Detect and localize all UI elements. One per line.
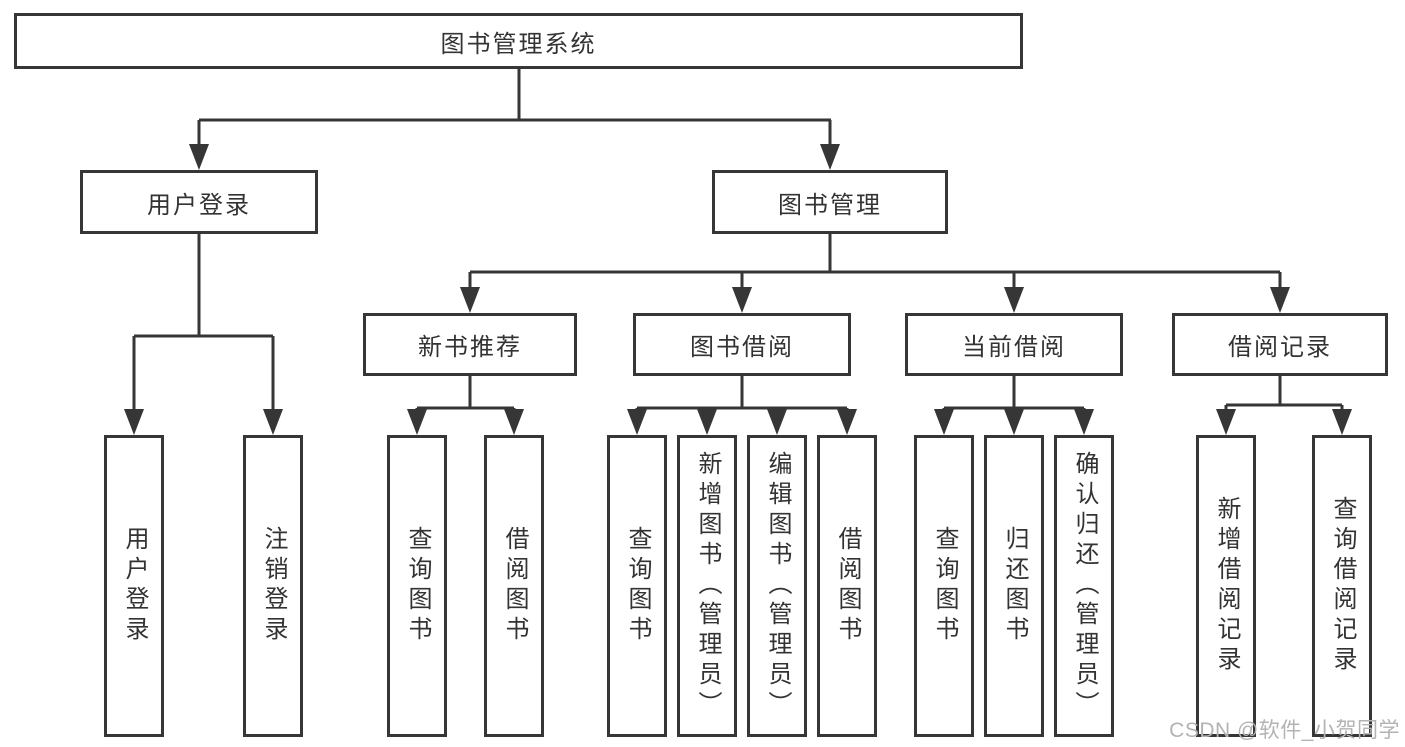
node-user-login-label: 用户登录 bbox=[147, 191, 251, 219]
leaf-query-books-current: 查询图书 bbox=[914, 435, 974, 737]
arrowhead-icon bbox=[820, 144, 840, 170]
node-book-management-label: 图书管理 bbox=[778, 191, 882, 219]
node-new-book-recommend: 新书推荐 bbox=[363, 313, 577, 376]
arrowhead-icon bbox=[189, 144, 209, 170]
leaf-add-borrow-record: 新增借阅记录 bbox=[1196, 435, 1256, 737]
leaf-query-books-borrow: 查询图书 bbox=[607, 435, 667, 737]
leaf-query-books-borrow-label: 查询图书 bbox=[624, 526, 651, 646]
leaf-return-books: 归还图书 bbox=[984, 435, 1044, 737]
leaf-edit-books-admin: 编辑图书（管理员） bbox=[747, 435, 807, 737]
arrowhead-icon bbox=[460, 287, 480, 313]
node-book-borrow-label: 图书借阅 bbox=[690, 334, 794, 361]
leaf-query-borrow-record-label: 查询借阅记录 bbox=[1329, 496, 1356, 676]
leaf-query-borrow-record: 查询借阅记录 bbox=[1312, 435, 1372, 737]
csdn-watermark: CSDN @软件_小贺同学 bbox=[1169, 719, 1400, 742]
leaf-borrow-books: 借阅图书 bbox=[817, 435, 877, 737]
node-new-book-recommend-label: 新书推荐 bbox=[418, 334, 522, 361]
leaf-borrow-books-label: 借阅图书 bbox=[834, 526, 861, 646]
connector-root-to-level2 bbox=[189, 68, 840, 170]
arrowhead-icon bbox=[837, 409, 857, 435]
leaf-logout: 注销登录 bbox=[243, 435, 303, 737]
arrowhead-icon bbox=[504, 409, 524, 435]
arrowhead-icon bbox=[1332, 409, 1352, 435]
connector-new-book-children bbox=[407, 376, 524, 435]
node-current-borrow-label: 当前借阅 bbox=[962, 334, 1066, 361]
leaf-add-borrow-record-label: 新增借阅记录 bbox=[1213, 496, 1240, 676]
node-borrow-records-label: 借阅记录 bbox=[1228, 334, 1332, 361]
connector-book-mgmt-to-level3 bbox=[460, 234, 1290, 313]
node-book-management: 图书管理 bbox=[712, 170, 948, 234]
node-current-borrow: 当前借阅 bbox=[905, 313, 1123, 376]
connector-book-borrow-children bbox=[627, 376, 857, 435]
leaf-confirm-return-admin-label: 确认归还（管理员） bbox=[1071, 451, 1098, 721]
arrowhead-icon bbox=[263, 409, 283, 435]
arrowhead-icon bbox=[1004, 287, 1024, 313]
arrowhead-icon bbox=[1216, 409, 1236, 435]
connector-user-login-children bbox=[124, 234, 283, 435]
arrowhead-icon bbox=[697, 409, 717, 435]
leaf-borrow-books-recommend-label: 借阅图书 bbox=[501, 526, 528, 646]
connector-current-borrow-children bbox=[934, 376, 1094, 435]
arrowhead-icon bbox=[1270, 287, 1290, 313]
arrowhead-icon bbox=[124, 409, 144, 435]
leaf-query-books-current-label: 查询图书 bbox=[931, 526, 958, 646]
leaf-return-books-label: 归还图书 bbox=[1001, 526, 1028, 646]
leaf-borrow-books-recommend: 借阅图书 bbox=[484, 435, 544, 737]
arrowhead-icon bbox=[767, 409, 787, 435]
arrowhead-icon bbox=[627, 409, 647, 435]
leaf-query-books-recommend-label: 查询图书 bbox=[404, 526, 431, 646]
leaf-query-books-recommend: 查询图书 bbox=[387, 435, 447, 737]
leaf-edit-books-admin-label: 编辑图书（管理员） bbox=[764, 451, 791, 721]
node-library-system-label: 图书管理系统 bbox=[440, 30, 597, 58]
connector-borrow-records-children bbox=[1216, 376, 1352, 435]
node-book-borrow: 图书借阅 bbox=[633, 313, 851, 376]
node-library-system: 图书管理系统 bbox=[14, 13, 1023, 69]
arrowhead-icon bbox=[1004, 409, 1024, 435]
leaf-add-books-admin-label: 新增图书（管理员） bbox=[694, 451, 721, 721]
node-borrow-records: 借阅记录 bbox=[1172, 313, 1388, 376]
leaf-confirm-return-admin: 确认归还（管理员） bbox=[1054, 435, 1114, 737]
leaf-user-login: 用户登录 bbox=[104, 435, 164, 737]
arrowhead-icon bbox=[1074, 409, 1094, 435]
node-user-login: 用户登录 bbox=[80, 170, 318, 234]
arrowhead-icon bbox=[407, 409, 427, 435]
leaf-add-books-admin: 新增图书（管理员） bbox=[677, 435, 737, 737]
arrowhead-icon bbox=[732, 287, 752, 313]
leaf-logout-label: 注销登录 bbox=[260, 526, 287, 646]
arrowhead-icon bbox=[934, 409, 954, 435]
leaf-user-login-label: 用户登录 bbox=[121, 526, 148, 646]
